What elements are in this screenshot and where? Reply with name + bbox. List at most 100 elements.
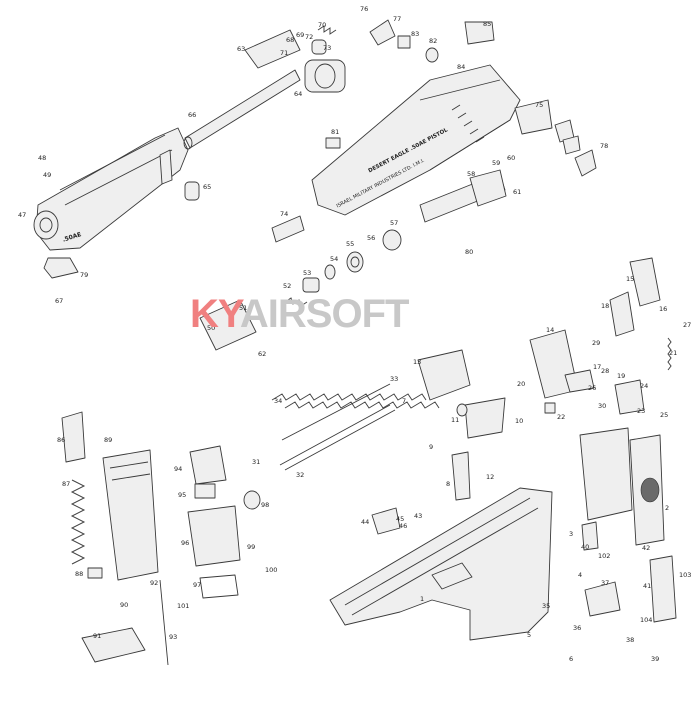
- part-label-89: 89: [104, 436, 113, 444]
- part-label-35: 35: [542, 602, 551, 610]
- part-label-14: 14: [546, 326, 555, 334]
- part-label-93: 93: [169, 633, 178, 641]
- part-label-15: 15: [626, 275, 635, 283]
- part-label-29: 29: [592, 339, 601, 347]
- part-label-23: 23: [637, 407, 646, 415]
- gas-piston-parts: [184, 25, 346, 201]
- part-label-7: 7: [402, 397, 407, 405]
- part-label-36: 36: [573, 624, 582, 632]
- part-label-10: 10: [515, 417, 524, 425]
- frame-assembly: [329, 487, 553, 641]
- part-label-37: 37: [601, 579, 610, 587]
- part-label-6: 6: [569, 655, 574, 663]
- part-label-17: 17: [593, 363, 602, 371]
- part-label-33: 33: [390, 375, 399, 383]
- hammer-trigger-group: [529, 257, 672, 415]
- part-label-49: 49: [43, 171, 52, 179]
- part-label-43: 43: [414, 512, 423, 520]
- part-label-56: 56: [367, 234, 376, 242]
- part-label-77: 77: [393, 15, 402, 23]
- part-label-72: 72: [305, 33, 314, 41]
- part-label-44: 44: [361, 518, 370, 526]
- part-label-88: 88: [75, 570, 84, 578]
- part-label-66: 66: [188, 111, 197, 119]
- part-label-80: 80: [465, 248, 474, 256]
- part-label-76: 76: [360, 5, 369, 13]
- part-label-65: 65: [203, 183, 212, 191]
- barrel-assembly: [33, 127, 189, 279]
- part-label-16: 16: [659, 305, 668, 313]
- part-label-38: 38: [626, 636, 635, 644]
- part-label-26: 26: [588, 384, 597, 392]
- part-label-5: 5: [527, 631, 532, 639]
- part-label-75: 75: [535, 101, 544, 109]
- part-label-52: 52: [283, 282, 292, 290]
- part-label-79: 79: [80, 271, 89, 279]
- part-label-60: 60: [507, 154, 516, 162]
- part-label-84: 84: [457, 63, 466, 71]
- grip-panels: [579, 427, 677, 623]
- recoil-springs-and-guides: [199, 299, 440, 471]
- part-label-40: 40: [581, 543, 590, 551]
- part-label-27: 27: [683, 321, 692, 329]
- part-label-9: 9: [429, 443, 434, 451]
- part-label-34: 34: [274, 397, 283, 405]
- part-label-32: 32: [296, 471, 305, 479]
- part-label-85: 85: [483, 20, 492, 28]
- part-label-54: 54: [330, 255, 339, 263]
- part-label-78: 78: [600, 142, 609, 150]
- part-label-50: 50: [207, 324, 216, 332]
- part-label-8: 8: [446, 480, 451, 488]
- part-label-86: 86: [57, 436, 66, 444]
- part-label-73: 73: [323, 44, 332, 52]
- part-label-31: 31: [252, 458, 261, 466]
- part-label-1: 1: [420, 595, 425, 603]
- part-label-69: 69: [296, 31, 305, 39]
- part-label-51: 51: [239, 304, 248, 312]
- part-label-94: 94: [174, 465, 183, 473]
- bolt-assembly: [271, 169, 507, 307]
- part-label-2: 2: [665, 504, 670, 512]
- part-label-59: 59: [492, 159, 501, 167]
- part-label-25: 25: [660, 411, 669, 419]
- part-label-98: 98: [261, 501, 270, 509]
- part-label-57: 57: [390, 219, 399, 227]
- part-label-68: 68: [286, 36, 295, 44]
- part-label-70: 70: [318, 21, 327, 29]
- part-label-24: 24: [640, 382, 649, 390]
- part-label-53: 53: [303, 269, 312, 277]
- part-label-74: 74: [280, 210, 289, 218]
- part-label-41: 41: [643, 582, 652, 590]
- part-label-82: 82: [429, 37, 438, 45]
- part-label-62: 62: [258, 350, 267, 358]
- part-label-13: 13: [413, 358, 422, 366]
- part-label-87: 87: [62, 480, 71, 488]
- slide-assembly: [311, 21, 521, 216]
- part-label-61: 61: [513, 188, 522, 196]
- trigger-parts: [417, 349, 506, 501]
- part-label-100: 100: [265, 566, 278, 574]
- part-label-11: 11: [451, 416, 460, 424]
- part-label-91: 91: [93, 632, 102, 640]
- part-label-3: 3: [569, 530, 574, 538]
- rear-sight-parts: [369, 19, 597, 177]
- part-label-21: 21: [669, 349, 678, 357]
- part-label-83: 83: [411, 30, 420, 38]
- part-label-104: 104: [640, 616, 653, 624]
- part-label-81: 81: [331, 128, 340, 136]
- watermark-logo: KYAIRSOFT: [190, 292, 409, 336]
- barrel-tube: [183, 69, 301, 150]
- part-label-42: 42: [642, 544, 651, 552]
- part-label-58: 58: [467, 170, 476, 178]
- part-label-103: 103: [679, 571, 692, 579]
- part-label-95: 95: [178, 491, 187, 499]
- part-label-102: 102: [598, 552, 611, 560]
- part-label-22: 22: [557, 413, 566, 421]
- part-label-48: 48: [38, 154, 47, 162]
- part-label-39: 39: [651, 655, 660, 663]
- part-label-67: 67: [55, 297, 64, 305]
- part-label-96: 96: [181, 539, 190, 547]
- part-label-101: 101: [177, 602, 190, 610]
